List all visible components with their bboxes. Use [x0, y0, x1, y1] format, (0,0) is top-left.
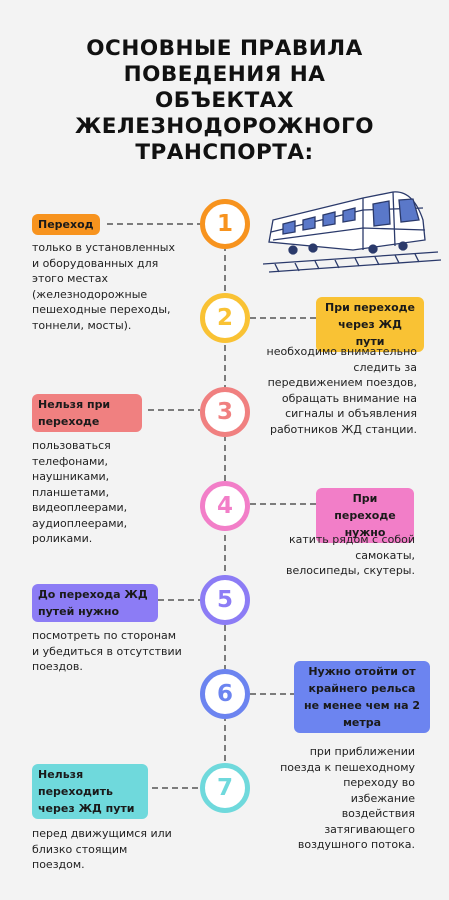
- title-line-3: ОБЪЕКТАХ: [154, 88, 294, 113]
- step-5-badge: До перехода ЖД путей нужно: [32, 584, 158, 622]
- step-1-badge: Переход: [32, 214, 100, 235]
- step-1-text: только в установленных и оборудованных д…: [32, 241, 175, 332]
- step-2-number: 2: [216, 305, 233, 331]
- step-3-number: 3: [216, 399, 233, 425]
- step-5-number: 5: [216, 587, 233, 613]
- step-3-text: пользоваться телефонами, наушниками, пла…: [32, 439, 128, 545]
- step-6-number: 6: [216, 681, 233, 707]
- step-4-text: катить рядом с собой самокаты, велосипед…: [286, 533, 415, 577]
- title-line-5: ТРАНСПОРТА:: [135, 140, 314, 165]
- step-6-text: при приближении поезда к пешеходному пер…: [280, 745, 415, 851]
- title-line-2: ПОВЕДЕНИЯ НА: [123, 62, 326, 87]
- step-2-badge: При переходе через ЖД пути: [316, 297, 424, 352]
- step-3-badge: Нельзя при переходе: [32, 394, 142, 432]
- step-6-badge: Нужно отойти от крайнего рельса не менее…: [294, 661, 430, 733]
- step-1-number: 1: [216, 211, 233, 237]
- step-4-circle: 4: [200, 481, 250, 531]
- train-icon: [263, 191, 441, 273]
- step-7-badge: Нельзя переходить через ЖД пути: [32, 764, 148, 819]
- title-line-4: ЖЕЛЕЗНОДОРОЖНОГО: [74, 114, 375, 139]
- step-2-circle: 2: [200, 293, 250, 343]
- step-7-number: 7: [216, 775, 233, 801]
- step-7-text: перед движущимся или близко стоящим поез…: [32, 827, 172, 871]
- step-2-text: необходимо внимательно следить за передв…: [266, 345, 417, 436]
- step-6-circle: 6: [200, 669, 250, 719]
- step-4-number: 4: [216, 493, 233, 519]
- page-title: ОСНОВНЫЕ ПРАВИЛА ПОВЕДЕНИЯ НА ОБЪЕКТАХ Ж…: [0, 36, 449, 166]
- step-4-badge: При переходе нужно: [316, 488, 414, 543]
- step-5-circle: 5: [200, 575, 250, 625]
- step-5-text: посмотреть по сторонам и убедиться в отс…: [32, 629, 182, 673]
- step-3-circle: 3: [200, 387, 250, 437]
- step-1-circle: 1: [200, 199, 250, 249]
- step-7-circle: 7: [200, 763, 250, 813]
- title-line-1: ОСНОВНЫЕ ПРАВИЛА: [86, 36, 363, 61]
